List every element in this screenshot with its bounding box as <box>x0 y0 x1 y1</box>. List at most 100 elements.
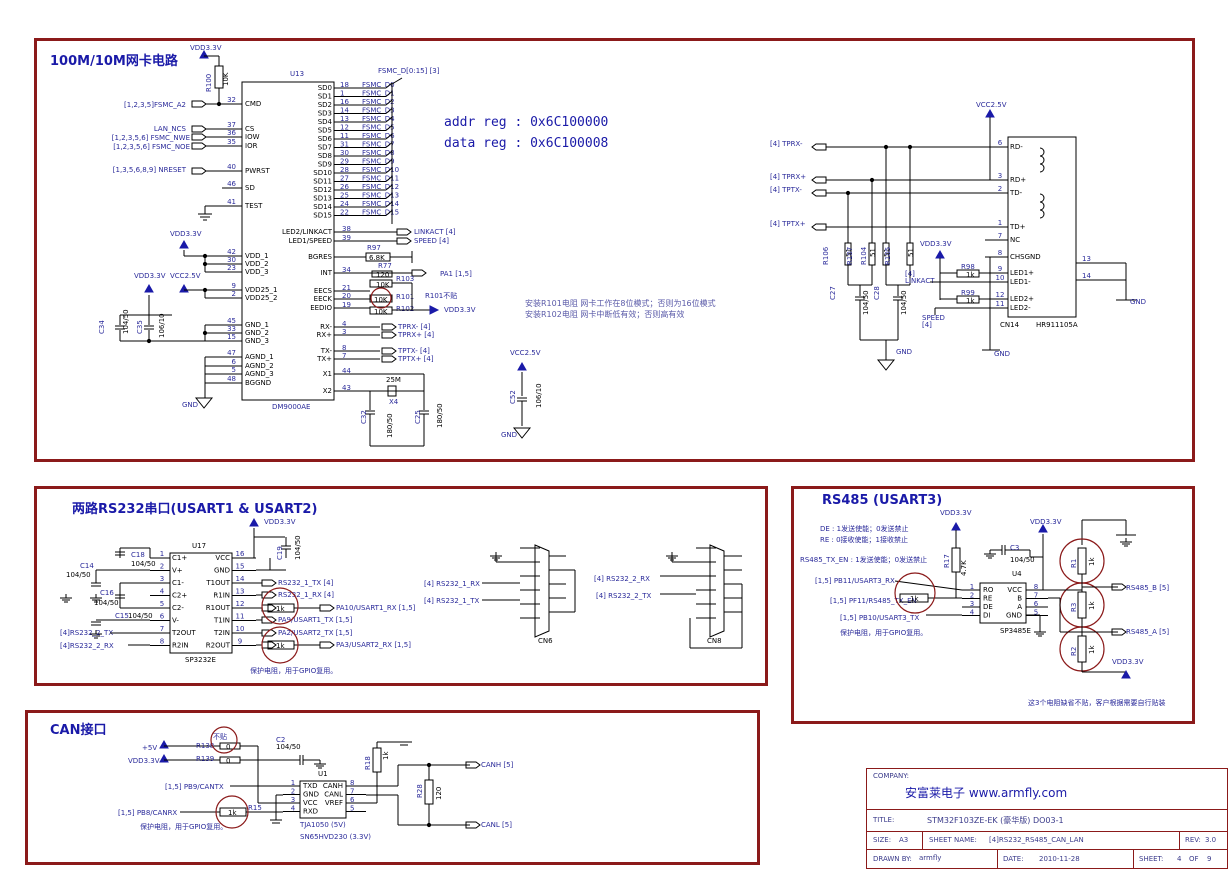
component-ref: R1 <box>1070 559 1078 568</box>
net-label: FSMC_D13 <box>362 192 399 200</box>
pin-name: LED2- <box>1010 304 1031 312</box>
port <box>191 133 207 141</box>
annotation: DE : 1发送使能；0发送禁止 <box>820 524 909 533</box>
pin-name: SD13 <box>313 195 332 203</box>
component-ref: C35 <box>136 320 144 334</box>
component-ref: R139 <box>196 755 214 763</box>
component-ref: R18 <box>364 756 372 770</box>
wire <box>385 210 393 216</box>
sheet-name-value: [4]RS232_RS485_CAN_LAN <box>989 836 1084 844</box>
port <box>191 142 207 150</box>
pin-number: 24 <box>340 200 349 208</box>
pin-name: T2OUT <box>171 629 196 637</box>
net-label: [1,5] PB8/CANRX <box>118 809 177 817</box>
transformer-coil <box>1039 209 1045 219</box>
component-ref: R101 <box>396 293 414 301</box>
junction <box>146 338 152 344</box>
component-value: 104/50 <box>128 612 153 620</box>
net-label: PA2/USART2_TX [1,5] <box>278 629 353 637</box>
pin-number: 38 <box>342 225 351 233</box>
component-value: 51 <box>883 248 891 257</box>
pin-name: LED1/SPEED <box>289 237 332 245</box>
net-label: FSMC_D15 <box>362 209 399 217</box>
power-label: VDD3.3V <box>1112 658 1144 666</box>
power-label: VCC2.5V <box>510 349 541 357</box>
pin-number: 3 <box>342 328 346 336</box>
pin-number: 44 <box>342 367 351 375</box>
power-label: VDD3.3V <box>444 306 476 314</box>
power-label: VDD3.3V <box>264 518 296 526</box>
pin-number: 12 <box>236 600 245 608</box>
pin-number: 8 <box>998 249 1002 257</box>
power-arrow <box>179 239 189 249</box>
pin-number: 13 <box>340 115 349 123</box>
net-label: [4] TPTX- <box>770 186 802 194</box>
pin-name: SD10 <box>313 169 332 177</box>
component-ref: R138 <box>196 742 214 750</box>
component-ref: R106 <box>822 246 830 265</box>
pin-number: 47 <box>227 349 236 357</box>
pin-name: T1OUT <box>205 579 230 587</box>
port <box>811 223 827 231</box>
pin-name: GND <box>303 791 319 799</box>
pin-name: R1OUT <box>206 604 231 612</box>
component-ref: R3 <box>1070 603 1078 612</box>
pin-number: 15 <box>227 333 236 341</box>
pin-name: INT <box>320 269 332 277</box>
pin-name: VDD25_2 <box>245 294 277 302</box>
pin-name: SD9 <box>318 161 332 169</box>
component-ref: R99 <box>961 289 975 297</box>
pin-name: R1IN <box>213 592 230 600</box>
transformer-coil <box>1039 193 1045 203</box>
pin-name: TX+ <box>316 355 332 363</box>
net-label: FSMC_D6 <box>362 132 395 140</box>
pin-number: 42 <box>227 248 236 256</box>
pin-name: SD0 <box>318 84 332 92</box>
bias-resistor <box>1077 547 1087 575</box>
pin-name: RXD <box>303 808 318 816</box>
chip-ref: U1 <box>318 770 328 778</box>
net-label: FSMC_D4 <box>362 115 395 123</box>
net-label: TPRX+ [4] <box>397 331 434 339</box>
net-label: [1,2,3,5,6] FSMC_NWE <box>112 134 190 142</box>
component-value: 1k <box>382 751 390 760</box>
chip-ref: U13 <box>290 70 304 78</box>
wire <box>894 580 963 591</box>
port <box>465 761 481 769</box>
transformer-coil <box>1039 163 1045 173</box>
annotation: 保护电阻，用于GPIO复用。 <box>140 822 227 831</box>
crystal-x4 <box>387 385 397 397</box>
pin-number: 9 <box>238 638 242 646</box>
pin-name: EECK <box>314 295 333 303</box>
pin-name: RD- <box>1010 143 1023 151</box>
net-label: LINKACT <box>905 277 935 285</box>
sheet-value: 4 <box>1177 855 1182 863</box>
r101-highlight <box>370 287 392 309</box>
port <box>191 167 207 175</box>
pin-number: 15 <box>236 563 245 571</box>
power-label: VDD3.3V <box>170 230 202 238</box>
bus-label: FSMC_D[0:15] [3] <box>378 67 440 75</box>
power-arrow <box>199 49 209 59</box>
pin-number: 21 <box>342 284 351 292</box>
net-label: LAN_NCS <box>154 125 187 133</box>
pin-number: 7 <box>160 625 164 633</box>
power-arrow <box>429 305 440 315</box>
pin-name: BGRES <box>308 253 332 261</box>
port <box>261 604 277 612</box>
port <box>191 100 207 108</box>
pin-name: X1 <box>323 370 332 378</box>
wire <box>385 82 393 89</box>
data-reg-label: data reg : 0x6C100008 <box>444 136 609 151</box>
pin-name: GND <box>1006 612 1022 620</box>
title-label: TITLE: <box>873 816 895 824</box>
component-value: 120 <box>376 271 389 279</box>
pin-number: 28 <box>340 166 349 174</box>
pin-name: SD4 <box>318 118 333 126</box>
pin-number: 22 <box>340 209 349 217</box>
pin-name: TD+ <box>1009 223 1026 231</box>
net-label: FSMC_D2 <box>362 98 395 106</box>
wire <box>385 193 393 199</box>
can-block <box>25 710 760 865</box>
